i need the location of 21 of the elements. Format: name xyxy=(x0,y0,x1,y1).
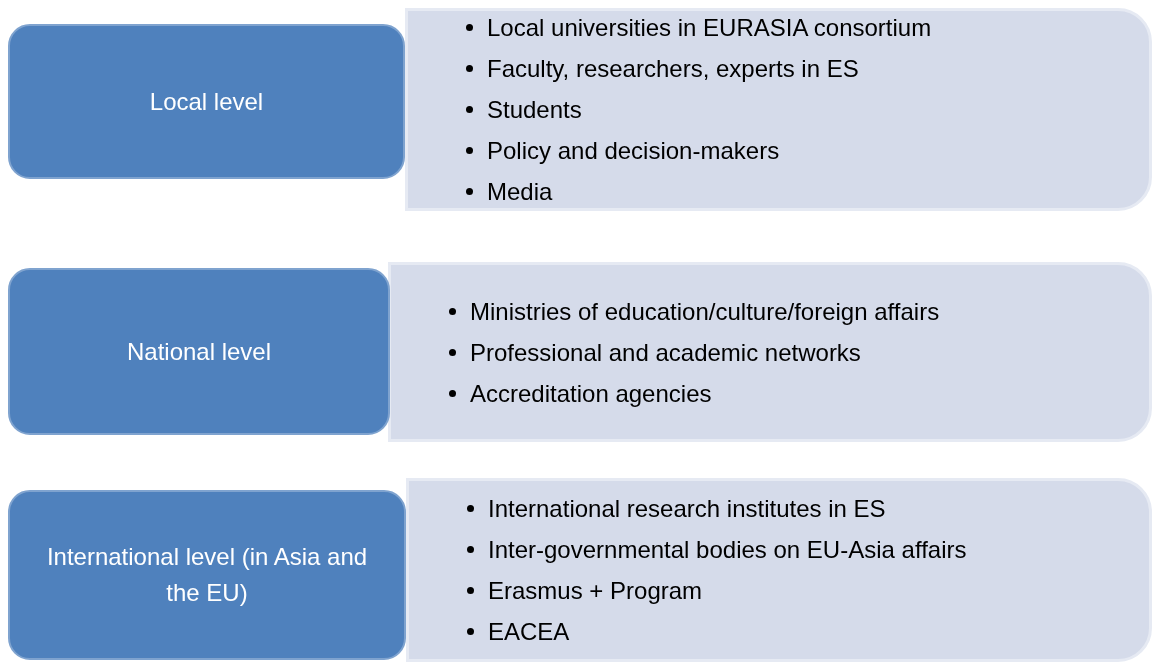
bullet-item: Accreditation agencies xyxy=(470,378,712,409)
level-label: Local level xyxy=(149,86,264,117)
stakeholder-panel xyxy=(388,262,1152,442)
bullet-item: Policy and decision-makers xyxy=(487,136,780,166)
bullet-item: Faculty, researchers, experts in ES xyxy=(487,54,859,84)
level-box xyxy=(8,490,406,660)
bullet-item: International research institutes in ES xyxy=(488,494,886,524)
bullet-item: EACEA xyxy=(488,617,570,647)
level-label: National level xyxy=(126,336,272,367)
bullet-item: Students xyxy=(487,95,582,125)
bullet-item: Erasmus + Program xyxy=(488,576,703,606)
bullet-item: Ministries of education/culture/foreign affairs xyxy=(470,296,940,327)
level-box xyxy=(8,24,405,179)
level-box xyxy=(8,268,390,435)
level-label: International level (in Asia and the EU) xyxy=(45,542,369,608)
bullet-item: Local universities in EURASIA consortium xyxy=(487,13,932,43)
bullet-item: Media xyxy=(487,177,553,207)
stakeholder-panel xyxy=(406,478,1152,662)
bullet-item: Professional and academic networks xyxy=(470,337,861,368)
bullet-item: Inter-governmental bodies on EU-Asia affairs xyxy=(488,535,967,565)
stakeholder-panel xyxy=(405,8,1152,211)
